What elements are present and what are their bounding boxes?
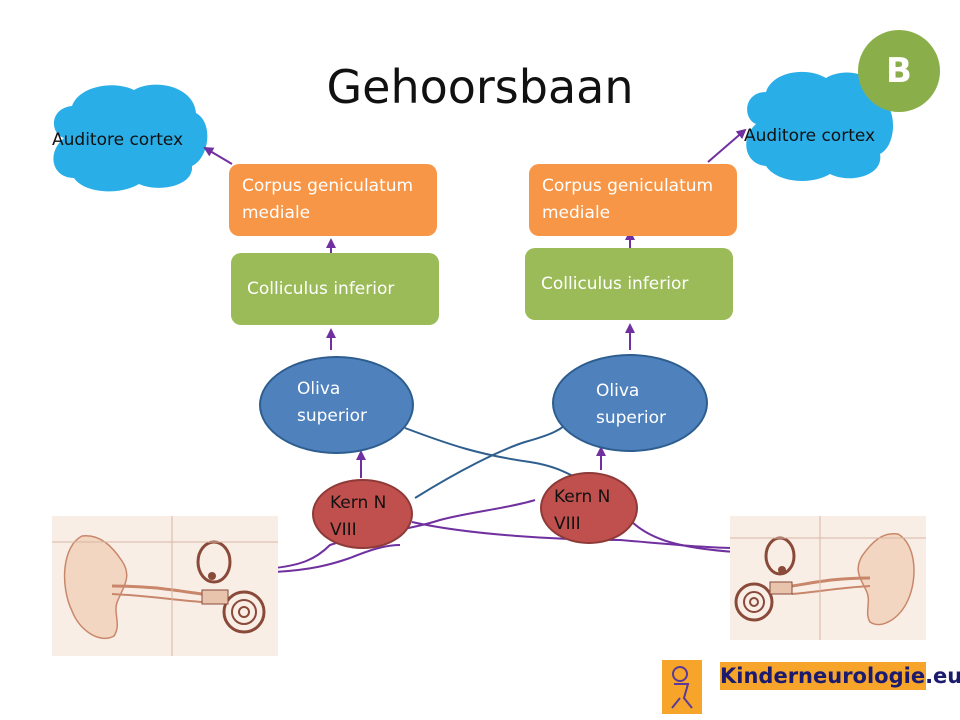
right-cortex-cloud <box>746 71 894 181</box>
left-geniculatum-line1: Corpus geniculatum <box>242 176 414 196</box>
right-kern-line2: VIII <box>554 514 581 534</box>
left-ear-illustration <box>52 516 278 656</box>
right-kern-line1: Kern N <box>554 487 611 507</box>
logo-icon <box>662 660 702 714</box>
logo-text[interactable]: Kinderneurologie.eu <box>720 662 960 690</box>
right-oliva-node: Oliva superior <box>552 354 708 452</box>
left-colliculus-label: Colliculus inferior <box>247 278 395 299</box>
left-oliva-line2: superior <box>297 406 367 426</box>
nerve-left-ear-2 <box>274 544 401 573</box>
left-oliva-line1: Oliva <box>297 379 341 399</box>
crossing-line-left <box>404 427 586 483</box>
left-geniculatum-box: Corpus geniculatum mediale <box>229 164 437 236</box>
right-ear-illustration <box>730 516 926 640</box>
right-oliva-line2: superior <box>596 408 666 428</box>
right-cortex-label: Auditore cortex <box>744 126 876 146</box>
left-colliculus-box: Colliculus inferior <box>231 253 439 325</box>
left-kern-line2: VIII <box>330 520 357 540</box>
panel-badge: B <box>858 30 940 112</box>
logo-figure-icon <box>671 666 693 709</box>
right-oliva-line1: Oliva <box>596 381 640 401</box>
left-kern-line1: Kern N <box>330 493 387 513</box>
right-colliculus-label: Colliculus inferior <box>541 273 689 294</box>
right-colliculus-box: Colliculus inferior <box>525 248 733 320</box>
page-title: Gehoorsbaan <box>326 60 634 114</box>
nerve-right-ear-2 <box>629 519 736 553</box>
left-cortex-cloud <box>53 84 208 192</box>
right-geniculatum-line1: Corpus geniculatum <box>542 176 714 196</box>
left-cortex-label: Auditore cortex <box>52 130 184 150</box>
left-kern-node: Kern N VIII <box>312 479 413 549</box>
left-oliva-node: Oliva superior <box>259 356 414 454</box>
right-geniculatum-line2: mediale <box>542 203 611 223</box>
left-geniculatum-line2: mediale <box>242 203 311 223</box>
right-geniculatum-box: Corpus geniculatum mediale <box>529 164 737 236</box>
right-kern-node: Kern N VIII <box>540 472 638 544</box>
